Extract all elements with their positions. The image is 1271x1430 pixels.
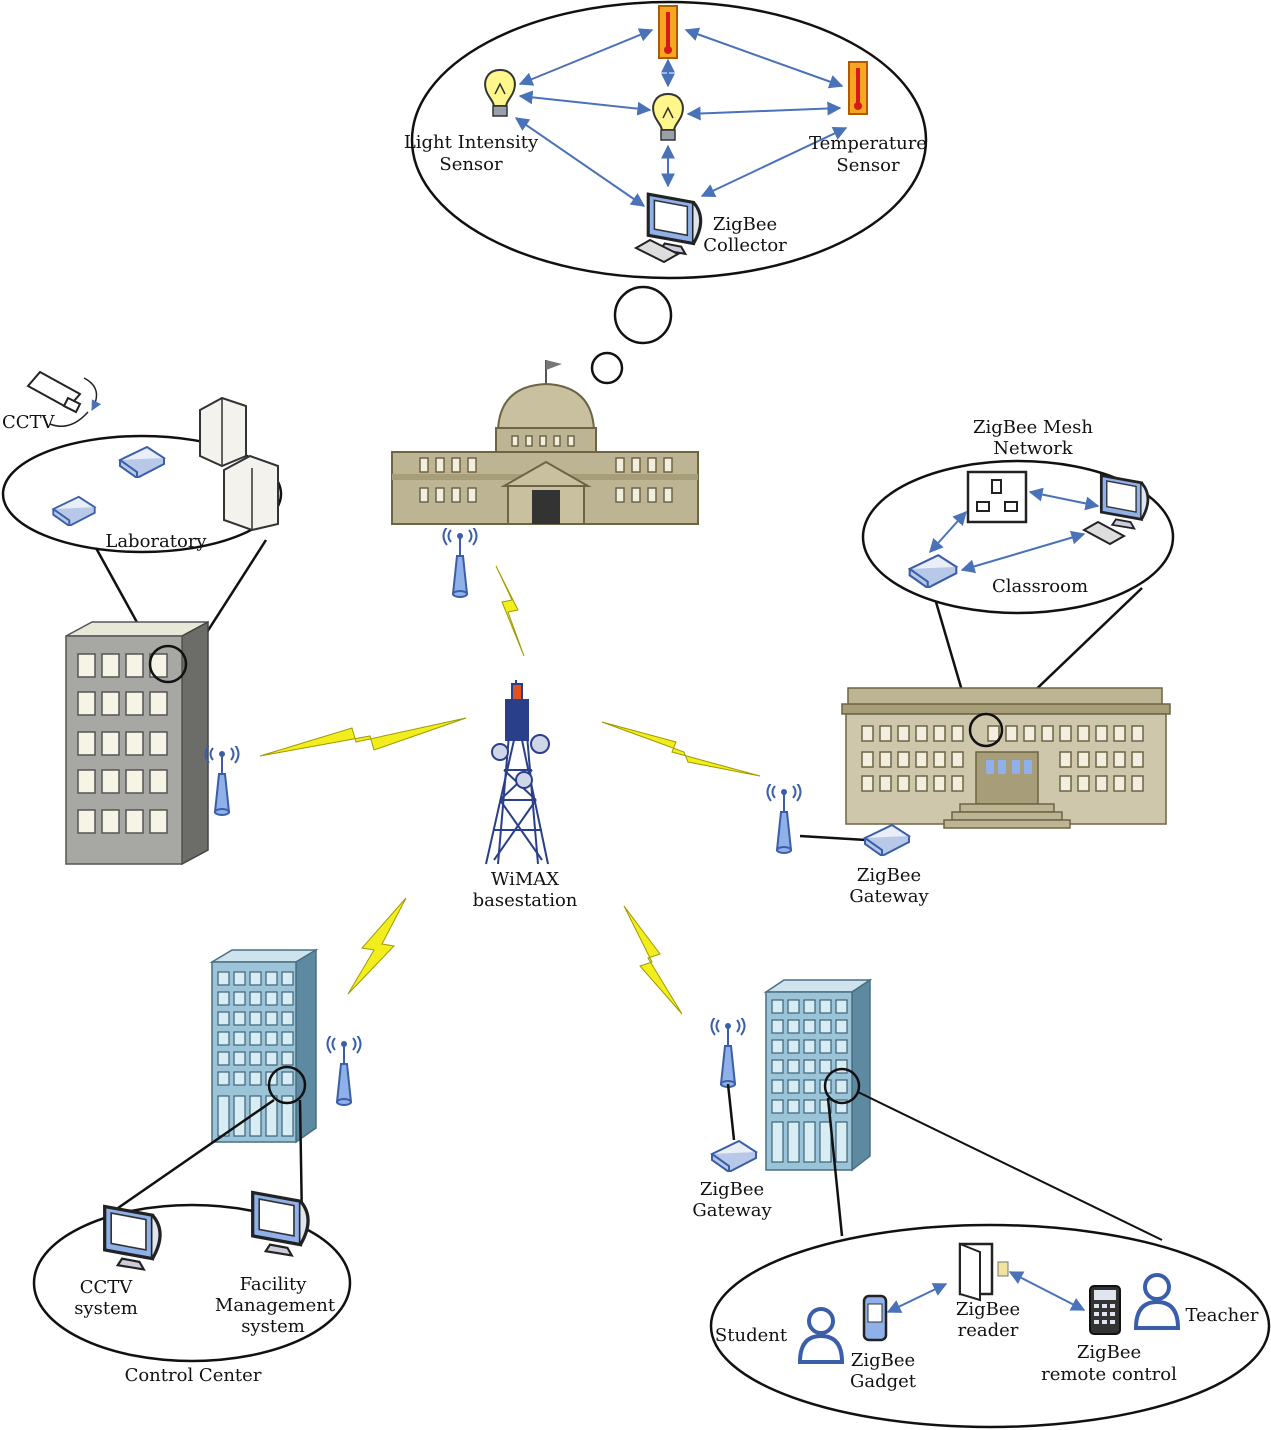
laboratory-label: Laboratory [105,531,207,552]
wimax-label: basestation [473,890,578,911]
handheld-gadget-icon [862,1294,888,1342]
antenna-icon [710,1018,746,1088]
school-building [763,978,873,1172]
cctv-system-label: system [74,1298,138,1319]
remote-control-icon [1089,1285,1121,1335]
reader-label: ZigBee [956,1299,1020,1320]
mesh-links [929,487,1100,574]
gadget-label: Gadget [850,1371,917,1392]
gateway-label: Gateway [849,886,929,907]
cctv-system-label: CCTV [80,1277,134,1298]
mesh-label: Network [993,438,1073,459]
server-icon [199,396,279,532]
lightning-icon [347,897,407,995]
temp-sensor-label: Sensor [836,155,900,176]
student-label: Student [715,1325,788,1346]
collector-label: Collector [703,235,787,256]
power-socket-icon [966,470,1028,524]
antenna-icon [766,784,802,854]
facility-label: Facility [240,1274,308,1295]
school-bubble: Student Teacher ZigBee reader ZigBee Gad… [709,1223,1271,1429]
sensor-network-bubble: Light Intensity Sensor Temperature Senso… [404,0,928,280]
lightning-icon [259,717,467,757]
facility-label: system [241,1316,305,1337]
laboratory-bubble: CCTV Laboratory [1,370,283,554]
thought-bubble [590,351,624,385]
classroom-bubble: ZigBee Mesh Network Classroom [861,417,1175,615]
router-icon [864,824,910,856]
reader-label: reader [958,1320,1019,1341]
reader-links [886,1271,1086,1313]
monitor-icon [633,192,703,264]
collector-label: ZigBee [713,214,777,235]
lightning-links [259,565,761,1015]
lightning-icon [495,565,525,657]
thermometer-icon [658,5,678,59]
control-center-bubble: CCTV system Facility Management system [32,1190,352,1363]
antenna-icon [442,528,478,598]
door-reader-icon [958,1242,1009,1302]
laboratory-building [65,620,209,866]
router-icon [710,1139,758,1172]
lightning-icon [623,905,683,1015]
control-center-label: Control Center [125,1365,262,1386]
cctv-label: CCTV [2,412,56,433]
light-sensor-label: Sensor [439,154,503,175]
mesh-label: ZigBee Mesh [973,417,1093,438]
light-sensor-label: Light Intensity [404,132,539,153]
classroom-building [841,687,1171,829]
remote-label: ZigBee [1077,1342,1141,1363]
antenna-icon [326,1036,362,1106]
wimax-tower-icon [485,680,550,865]
thought-bubble [613,285,673,345]
lightning-icon [601,721,761,777]
capitol-building [391,360,699,525]
gateway-label: Gateway [692,1200,772,1221]
antenna-icon [204,746,240,816]
gateway-label: ZigBee [857,865,921,886]
classroom-label: Classroom [992,576,1088,597]
camera-icon [26,370,102,427]
remote-label: remote control [1041,1364,1177,1385]
facility-label: Management [215,1295,336,1316]
control-center-building [209,948,319,1144]
thermometer-icon [848,61,868,115]
teacher-label: Teacher [1186,1305,1259,1326]
gadget-label: ZigBee [851,1350,915,1371]
wimax-label: WiMAX [491,869,559,890]
temp-sensor-label: Temperature [809,133,927,154]
gateway-label: ZigBee [700,1179,764,1200]
monitor-icon [1081,474,1150,546]
sensor-links [514,27,848,207]
